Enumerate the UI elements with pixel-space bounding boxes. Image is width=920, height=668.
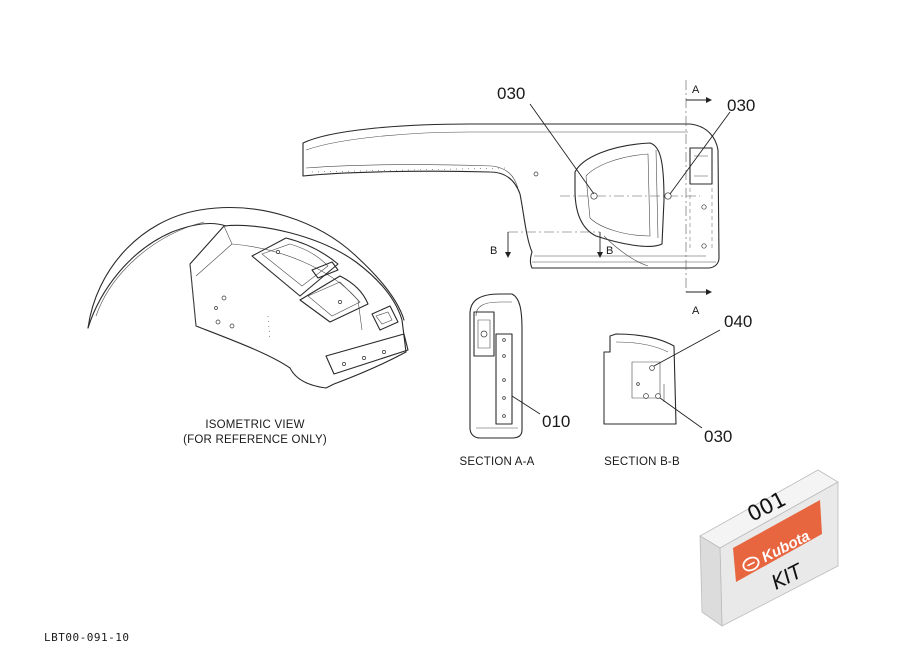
- isometric-view-title: ISOMETRIC VIEW: [205, 419, 304, 431]
- section-marker-b-left: B: [490, 245, 497, 257]
- kit-box-side: [699, 535, 723, 627]
- kit-box: Kubota 001 KIT: [699, 469, 839, 627]
- callout-section-a-part: 010: [542, 412, 570, 431]
- kit-brand-band: [733, 500, 822, 582]
- section-marker-b-right: B: [606, 245, 613, 257]
- section-a-a-title: SECTION A-A: [459, 456, 534, 468]
- section-marker-a-bottom: A: [692, 305, 700, 317]
- callout-section-b-bottom: 030: [704, 427, 732, 446]
- section-marker-a-top: A: [692, 84, 700, 96]
- callout-section-b-top: 040: [724, 312, 752, 331]
- section-b-b-view: [603, 329, 721, 429]
- isometric-view-note: (FOR REFERENCE ONLY): [183, 434, 327, 446]
- isometric-view: [87, 207, 409, 389]
- section-a-a-view: [469, 293, 541, 439]
- callout-main-right: 030: [727, 96, 755, 115]
- section-b-b-title: SECTION B-B: [604, 456, 680, 468]
- document-number: LBT00-091-10: [44, 631, 129, 644]
- main-side-view: [302, 80, 731, 295]
- callout-main-left: 030: [497, 84, 525, 103]
